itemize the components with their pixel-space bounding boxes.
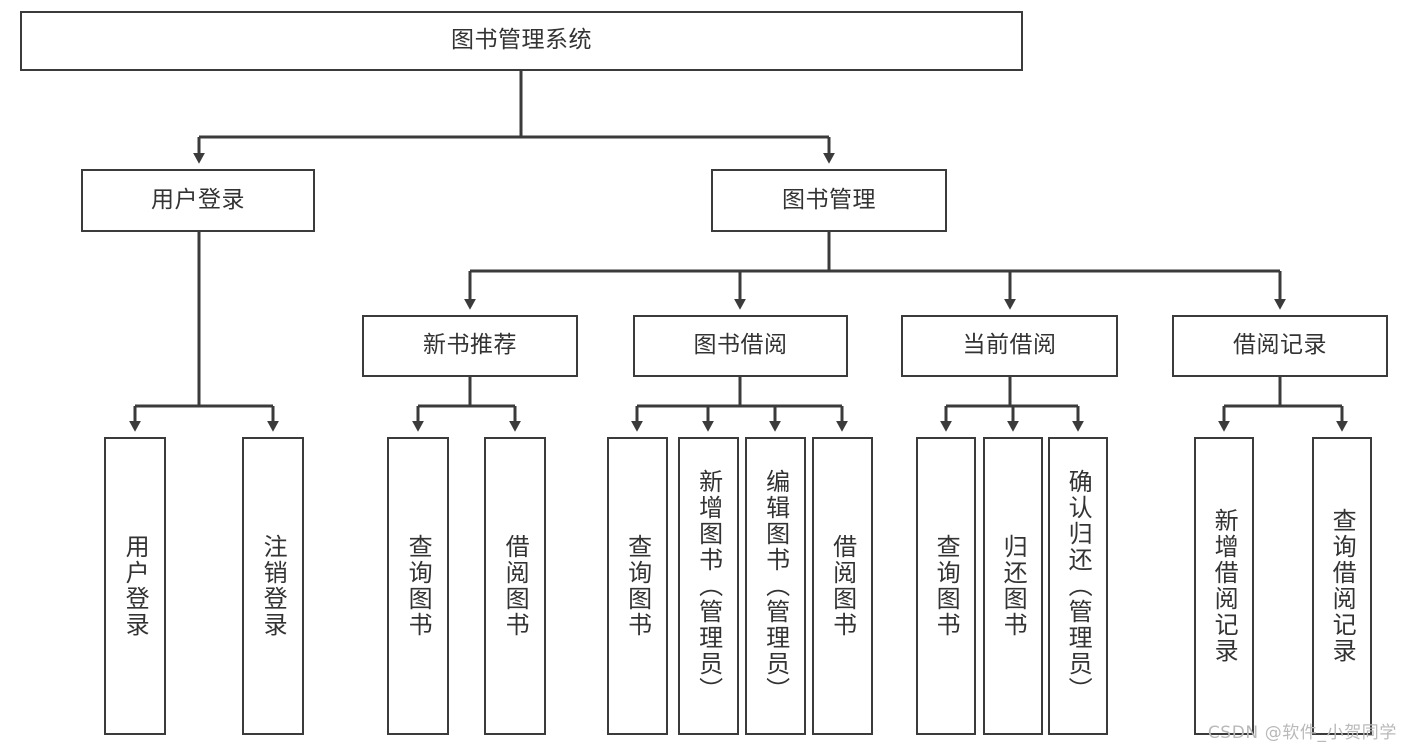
node-leaf-add-borrow-record-label: 新增借阅记录 xyxy=(1210,508,1239,664)
node-leaf-edit-book-admin[interactable]: 编辑图书（管理员） xyxy=(745,437,806,735)
node-leaf-add-borrow-record[interactable]: 新增借阅记录 xyxy=(1194,437,1254,735)
node-leaf-return-book[interactable]: 归还图书 xyxy=(983,437,1043,735)
node-current-borrow[interactable]: 当前借阅 xyxy=(901,315,1118,377)
node-leaf-borrow-book-rec-label: 借阅图书 xyxy=(501,534,530,638)
node-borrow-record-label: 借阅记录 xyxy=(1233,332,1327,359)
node-book-management-label: 图书管理 xyxy=(782,186,876,213)
node-leaf-query-book-current-label: 查询图书 xyxy=(932,534,961,638)
node-leaf-query-book-borrow-label: 查询图书 xyxy=(623,534,652,638)
node-leaf-borrow-book-label: 借阅图书 xyxy=(828,534,857,638)
node-book-borrow-label: 图书借阅 xyxy=(693,332,788,359)
node-leaf-confirm-return-admin[interactable]: 确认归还（管理员） xyxy=(1048,437,1108,735)
node-book-management[interactable]: 图书管理 xyxy=(711,169,947,232)
node-leaf-return-book-label: 归还图书 xyxy=(999,534,1028,638)
csdn-watermark: CSDN @软件_小贺同学 xyxy=(1207,723,1397,743)
node-leaf-query-book-borrow[interactable]: 查询图书 xyxy=(607,437,668,735)
node-leaf-logout-label: 注销登录 xyxy=(259,534,288,638)
node-leaf-logout[interactable]: 注销登录 xyxy=(242,437,304,735)
node-leaf-user-login-label: 用户登录 xyxy=(121,534,150,638)
node-book-borrow[interactable]: 图书借阅 xyxy=(633,315,848,377)
node-leaf-query-book-rec-label: 查询图书 xyxy=(404,534,433,638)
node-current-borrow-label: 当前借阅 xyxy=(962,332,1057,359)
node-leaf-query-book-current[interactable]: 查询图书 xyxy=(916,437,976,735)
node-borrow-record[interactable]: 借阅记录 xyxy=(1172,315,1388,377)
node-new-book-recommend[interactable]: 新书推荐 xyxy=(362,315,578,377)
node-leaf-user-login[interactable]: 用户登录 xyxy=(104,437,166,735)
node-leaf-edit-book-admin-label: 编辑图书（管理员） xyxy=(761,469,790,703)
node-leaf-confirm-return-admin-label: 确认归还（管理员） xyxy=(1064,469,1093,703)
node-leaf-add-book-admin-label: 新增图书（管理员） xyxy=(694,469,723,703)
node-new-book-recommend-label: 新书推荐 xyxy=(423,332,517,359)
node-leaf-query-book-rec[interactable]: 查询图书 xyxy=(387,437,449,735)
node-user-login[interactable]: 用户登录 xyxy=(81,169,315,232)
node-leaf-borrow-book[interactable]: 借阅图书 xyxy=(812,437,873,735)
node-leaf-add-book-admin[interactable]: 新增图书（管理员） xyxy=(678,437,739,735)
node-root[interactable]: 图书管理系统 xyxy=(20,11,1023,71)
node-leaf-query-borrow-record[interactable]: 查询借阅记录 xyxy=(1312,437,1372,735)
node-root-label: 图书管理系统 xyxy=(451,27,592,54)
node-user-login-label: 用户登录 xyxy=(151,186,245,213)
node-leaf-query-borrow-record-label: 查询借阅记录 xyxy=(1328,508,1357,664)
node-leaf-borrow-book-rec[interactable]: 借阅图书 xyxy=(484,437,546,735)
